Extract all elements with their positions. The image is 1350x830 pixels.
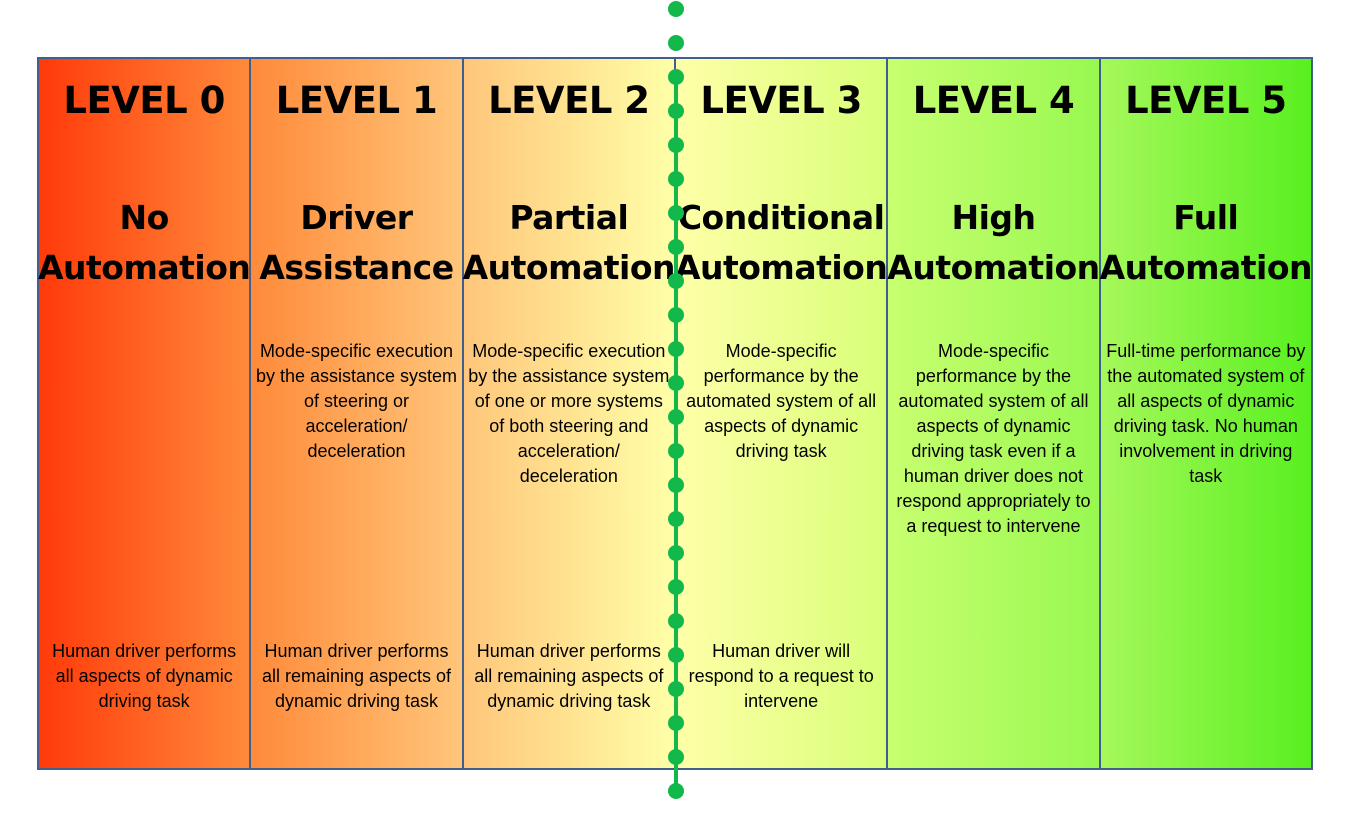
level-3-column: LEVEL 3 Conditional Automation Mode-spec… <box>673 57 889 770</box>
level-1-column: LEVEL 1 Driver Assistance Mode-specific … <box>249 57 464 770</box>
level-name-line1: Full <box>1173 198 1239 237</box>
level-title: LEVEL 2 <box>488 79 650 122</box>
driver-role: Human driver performs all aspects of dyn… <box>52 641 237 711</box>
level-name: Partial Automation <box>456 193 682 293</box>
level-name: No Automation <box>31 193 257 293</box>
level-name: Full Automation <box>1093 193 1319 293</box>
level-name-line2: Assistance <box>259 248 454 287</box>
level-name-line2: Automation <box>1099 248 1313 287</box>
level-name-line1: Driver <box>300 198 413 237</box>
level-name-line1: High <box>951 198 1036 237</box>
level-name: Driver Assistance <box>243 193 469 293</box>
level-title: LEVEL 4 <box>912 79 1075 122</box>
level-name-line1: Conditional <box>677 198 885 237</box>
level-name-line2: Automation <box>887 248 1100 287</box>
level-name-line2: Automation <box>37 248 251 287</box>
driver-role: Human driver performs all remaining aspe… <box>474 641 664 711</box>
level-title: LEVEL 1 <box>275 79 438 122</box>
level-2-column: LEVEL 2 Partial Automation Mode-specific… <box>461 57 676 770</box>
divider-dot <box>668 35 684 51</box>
level-description: Mode-specific execution by the assistanc… <box>468 341 670 486</box>
level-name-line2: Automation <box>674 248 888 287</box>
level-description: Mode-specific performance by the automat… <box>686 341 877 461</box>
driver-role: Human driver will respond to a request t… <box>688 641 874 711</box>
level-description: Mode-specific performance by the automat… <box>896 341 1091 536</box>
level-name-line1: Partial <box>509 198 629 237</box>
level-title: LEVEL 3 <box>700 79 862 122</box>
level-0-column: LEVEL 0 No Automation Human driver perfo… <box>37 57 252 770</box>
level-title: LEVEL 0 <box>63 79 225 122</box>
level-name: Conditional Automation <box>668 193 894 293</box>
driver-role: Human driver performs all remaining aspe… <box>261 641 452 711</box>
level-name-line1: No <box>119 198 170 237</box>
divider-dot <box>668 1 684 17</box>
level-description: Full-time performance by the automated s… <box>1106 341 1306 486</box>
level-4-column: LEVEL 4 High Automation Mode-specific pe… <box>886 57 1101 770</box>
level-title: LEVEL 5 <box>1125 79 1287 122</box>
level-name: High Automation <box>880 193 1106 293</box>
level-name-line2: Automation <box>462 248 676 287</box>
divider-dot <box>668 783 684 799</box>
level-description: Mode-specific execution by the assistanc… <box>255 341 458 461</box>
automation-levels-table: LEVEL 0 No Automation Human driver perfo… <box>37 57 1313 770</box>
level-5-column: LEVEL 5 Full Automation Full-time perfor… <box>1098 57 1313 770</box>
